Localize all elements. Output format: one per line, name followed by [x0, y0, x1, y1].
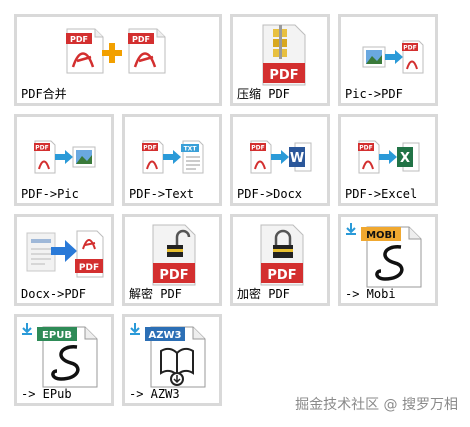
tile-label: PDF->Excel — [345, 187, 418, 201]
tile-label: Pic->PDF — [345, 87, 403, 101]
pdf-encrypt-icon: PDF — [260, 224, 304, 286]
watermark: 掘金技术社区 @ 搜罗万相 — [295, 397, 458, 413]
tile-label: -> Mobi — [345, 287, 396, 301]
tile-pic-to-pdf[interactable]: PDF Pic->PDF — [338, 14, 438, 106]
tile-pdf-to-excel[interactable]: PDF X PDF->Excel — [338, 114, 438, 206]
tile-label: PDF->Pic — [21, 187, 79, 201]
to-azw3-icon: AZW3 — [130, 323, 206, 388]
pdf-decrypt-icon: PDF — [152, 224, 196, 286]
pdf-badge-text: PDF — [267, 268, 296, 283]
pdf-compress-icon: PDF — [262, 24, 306, 86]
pdf-to-text-icon: PDF TXT — [142, 140, 204, 174]
tile-pdf-to-text[interactable]: PDF TXT PDF->Text — [122, 114, 222, 206]
azw3-badge-text: AZW3 — [149, 330, 182, 341]
tile-label: 加密 PDF — [237, 287, 290, 301]
tile-pdf-to-docx[interactable]: PDF W PDF->Docx — [230, 114, 330, 206]
mobi-badge-text: MOBI — [366, 230, 396, 241]
word-badge-text: W — [290, 151, 304, 166]
pdf-badge-text: PDF — [269, 68, 298, 83]
pdf-merge-icon: PDF PDF — [66, 28, 166, 74]
tile-label: -> EPub — [21, 387, 72, 401]
txt-badge-text: TXT — [184, 146, 198, 153]
tile-pdf-to-pic[interactable]: PDF PDF->Pic — [14, 114, 114, 206]
pdf-badge-text: PDF — [251, 145, 264, 152]
pdf-badge-text: PDF — [35, 145, 48, 152]
tile-label: PDF->Text — [129, 187, 195, 201]
tile-label: 压缩 PDF — [237, 87, 290, 101]
docx-to-pdf-icon: PDF — [26, 230, 104, 278]
pdf-badge-text: PDF — [143, 145, 156, 152]
tile-pdf-compress[interactable]: PDF 压缩 PDF — [230, 14, 330, 106]
tile-label: Docx->PDF — [21, 287, 87, 301]
pdf-to-docx-icon: PDF W — [250, 140, 312, 174]
tile-label: 解密 PDF — [129, 287, 182, 301]
tile-label: PDF合并 — [21, 87, 67, 101]
tile-label: -> AZW3 — [129, 387, 180, 401]
pdf-badge-text: PDF — [403, 45, 416, 52]
tile-to-epub[interactable]: EPUB -> EPub — [14, 314, 114, 406]
epub-badge-text: EPUB — [42, 330, 72, 341]
tile-docx-to-pdf[interactable]: PDF Docx->PDF — [14, 214, 114, 306]
pdf-badge-text: PDF — [70, 35, 88, 44]
pdf-badge-text: PDF — [132, 35, 150, 44]
pdf-badge-text: PDF — [359, 145, 372, 152]
tile-to-mobi[interactable]: MOBI -> Mobi — [338, 214, 438, 306]
to-mobi-icon: MOBI — [346, 223, 422, 288]
tile-pdf-decrypt[interactable]: PDF 解密 PDF — [122, 214, 222, 306]
to-epub-icon: EPUB — [22, 323, 98, 388]
pdf-badge-text: PDF — [159, 268, 188, 283]
pic-to-pdf-icon: PDF — [362, 40, 424, 74]
tile-label: PDF->Docx — [237, 187, 303, 201]
tile-pdf-encrypt[interactable]: PDF 加密 PDF — [230, 214, 330, 306]
tile-to-azw3[interactable]: AZW3 -> AZW3 — [122, 314, 222, 406]
pdf-to-pic-icon: PDF — [34, 140, 96, 174]
pdf-to-excel-icon: PDF X — [358, 140, 420, 174]
pdf-badge-text: PDF — [79, 263, 99, 273]
tile-pdf-merge[interactable]: PDF PDF PDF合并 — [14, 14, 222, 106]
excel-badge-text: X — [400, 151, 410, 166]
